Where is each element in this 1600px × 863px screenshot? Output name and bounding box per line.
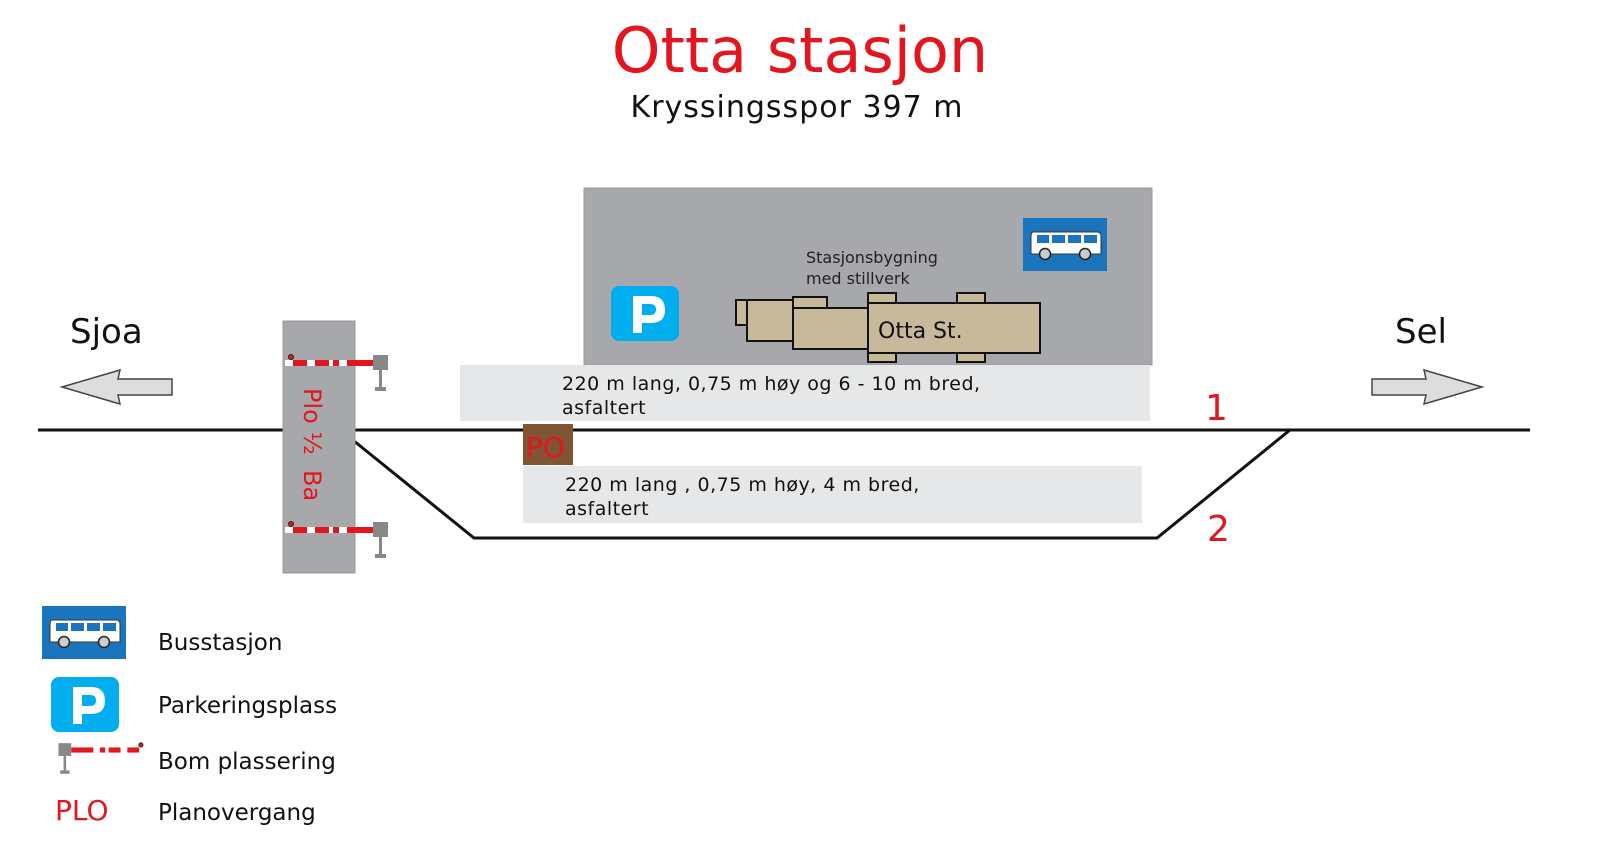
- legend-plo-symbol: PLO: [55, 794, 109, 827]
- platform-2: [523, 466, 1142, 523]
- station-building: [735, 292, 1041, 363]
- legend-label-plo: Planovergang: [158, 800, 316, 826]
- platform-1-desc-line1: 220 m lang, 0,75 m høy og 6 - 10 m bred,: [562, 373, 981, 395]
- page-subtitle: Kryssingsspor 397 m: [631, 90, 964, 125]
- po-label: PO: [526, 431, 565, 464]
- parking-icon: [611, 286, 679, 341]
- track-2-number: 2: [1207, 509, 1230, 550]
- arrow-left-icon: [59, 368, 173, 406]
- platform-1: [460, 365, 1150, 421]
- direction-right-label: Sel: [1395, 312, 1447, 352]
- arrow-right-icon: [1371, 368, 1485, 406]
- legend: Busstasjon Parkeringsplass Bom plasserin…: [41, 605, 337, 827]
- track-1-number: 1: [1205, 388, 1228, 429]
- page-title: Otta stasjon: [612, 14, 988, 87]
- po-box: [523, 424, 573, 465]
- legend-parking-icon: [51, 677, 119, 732]
- station-label-line1: Stasjonsbygning: [806, 248, 938, 267]
- legend-label-barrier: Bom plassering: [158, 749, 336, 775]
- crossing-label: Plo ½ Ba: [298, 388, 326, 501]
- platform-2-desc-line2: asfaltert: [565, 498, 649, 520]
- station-building-name: Otta St.: [878, 319, 963, 344]
- platform-1-desc-line2: asfaltert: [562, 397, 646, 419]
- direction-left-label: Sjoa: [70, 312, 143, 352]
- bus-icon: [1022, 217, 1108, 272]
- legend-barrier-icon: [58, 742, 147, 775]
- legend-bus-icon: [41, 605, 127, 660]
- track-2-line: [353, 428, 1291, 540]
- legend-label-bus: Busstasjon: [158, 630, 282, 656]
- legend-label-parking: Parkeringsplass: [158, 693, 337, 719]
- platform-2-desc-line1: 220 m lang , 0,75 m høy, 4 m bred,: [565, 474, 920, 496]
- station-label-line2: med stillverk: [806, 269, 911, 288]
